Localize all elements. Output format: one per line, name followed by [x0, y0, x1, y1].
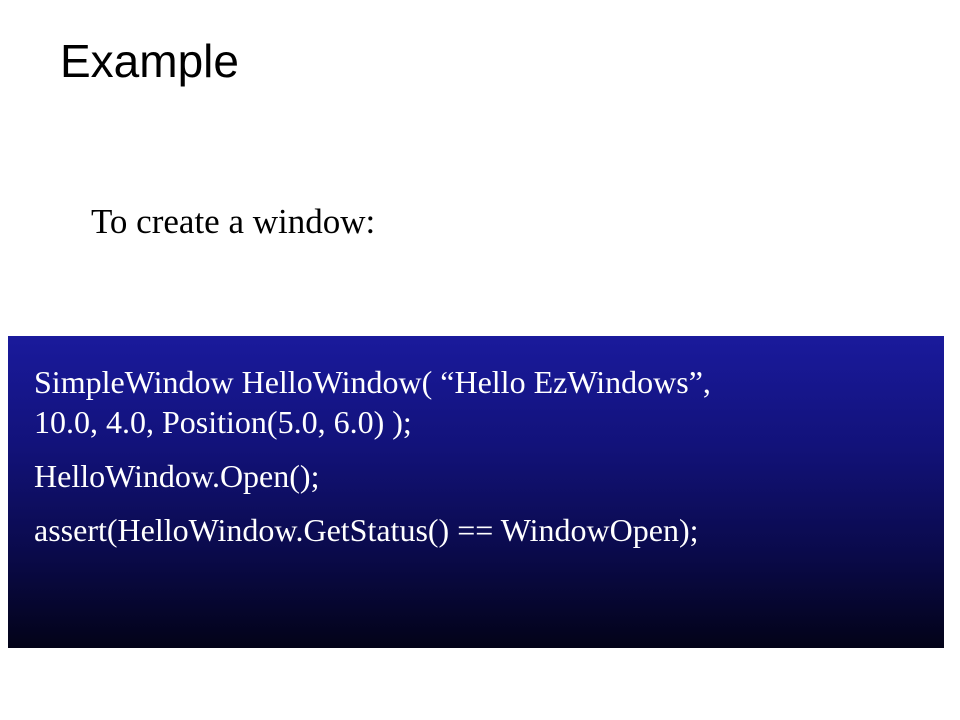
- code-line-assert: assert(HelloWindow.GetStatus() == Window…: [34, 512, 699, 548]
- code-line-constructor-end: 10.0, 4.0, Position(5.0, 6.0) );: [34, 404, 412, 440]
- code-line-constructor-start: SimpleWindow HelloWindow( “Hello EzWindo…: [34, 364, 711, 400]
- slide-title: Example: [60, 35, 239, 87]
- intro-text: To create a window:: [91, 202, 376, 241]
- code-line-open: HelloWindow.Open();: [34, 458, 320, 494]
- code-box: SimpleWindow HelloWindow( “Hello EzWindo…: [8, 336, 944, 648]
